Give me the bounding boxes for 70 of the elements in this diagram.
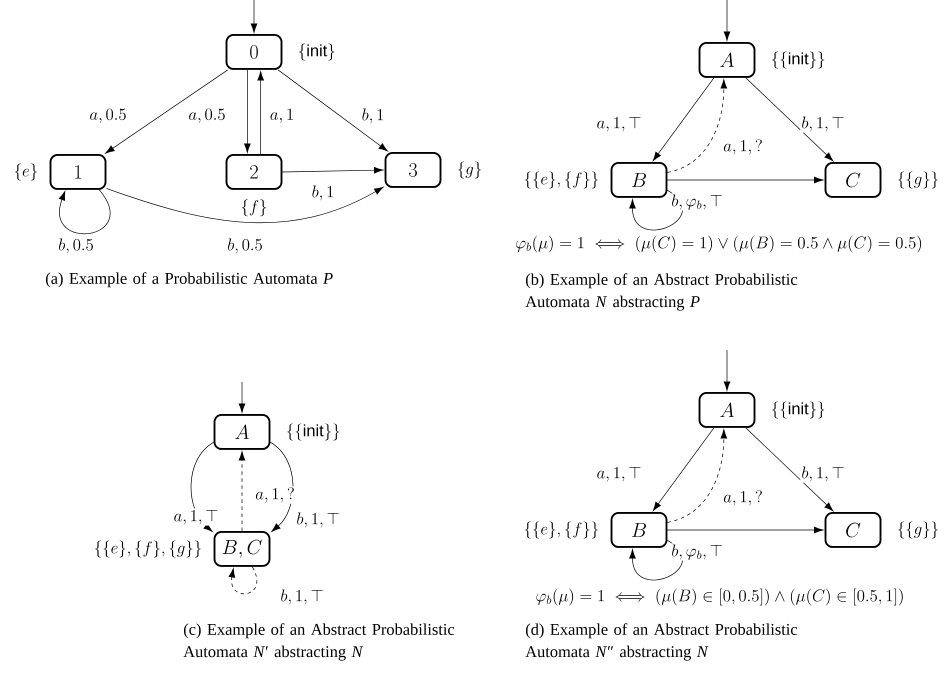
- caption: (b) Example of an Abstract Probabilistic Automata N abstracting P: [525, 273, 798, 311]
- edge-label: $a, 1, \top$: [595, 465, 643, 483]
- state-box: $A$: [698, 42, 756, 78]
- edge-label: $a, 1, ?$: [722, 138, 764, 156]
- edge-label: $a, 1, \top$: [595, 115, 643, 133]
- edge-label: $a, 0.5$: [187, 108, 227, 124]
- arrow: [58, 190, 110, 234]
- edge-label: $b, 1$: [310, 184, 336, 202]
- edge-label: $a, 1$: [268, 108, 296, 124]
- state-box: $C$: [824, 162, 882, 198]
- state-label: $\{\mathsf{init}\}$: [299, 44, 334, 60]
- edge-label: $b, 0.5$: [57, 237, 95, 255]
- state-box: $B,C$: [214, 531, 270, 567]
- state-label: $\{\{e\},\{f\}\}$: [524, 172, 598, 188]
- state-box: $B$: [610, 162, 668, 198]
- state-box: $1$: [50, 154, 106, 190]
- arrow: [745, 428, 834, 512]
- arrow: [724, 350, 730, 391]
- state-box: $C$: [824, 512, 882, 548]
- arrow: [667, 176, 824, 184]
- state-box: $0$: [226, 34, 282, 70]
- caption: (c) Example of an Abstract Probabilistic Automata N′ abstracting N: [183, 623, 454, 661]
- edge-label: $a, 1, ?$: [722, 489, 764, 507]
- arrow: [250, 0, 258, 33]
- edge-label: $b, 1, \top$: [800, 115, 846, 133]
- edge-label: $a, 1, \top$: [172, 508, 220, 526]
- edge-label: $b, 1, \top$: [295, 511, 341, 529]
- arrow: [105, 70, 228, 154]
- caption: (a) Example of a Probabilistic Automata P: [46, 272, 333, 288]
- arrow: [667, 79, 728, 173]
- state-box: $3$: [384, 152, 442, 188]
- arrow: [238, 382, 246, 413]
- state-label: $\{\{e\},\{f\}\}$: [524, 522, 598, 538]
- state-label: $\{g\}$: [458, 162, 481, 178]
- state-label: $\{\{\mathsf{init}\}\}$: [772, 52, 824, 68]
- state-label: $\{e\}$: [14, 164, 37, 180]
- formula: $\varphi_b(\mu) = 1 \iff (\mu(C) = 1) \vee (\mu(B) = 0.5 \wedge \mu(C) = 0.5)$: [516, 236, 922, 252]
- state-label: $\{\{e\},\{f\},\{g\}\}$: [94, 540, 201, 558]
- arrow: [106, 186, 384, 223]
- arrow: [244, 70, 251, 153]
- arrow: [667, 429, 728, 523]
- edge-label: $a, 1, ?$: [254, 486, 296, 504]
- arrow: [745, 78, 834, 162]
- state-box: $A$: [698, 392, 756, 428]
- edge-label: $b, \varphi_b, \top$: [670, 543, 724, 561]
- arrow: [652, 78, 714, 162]
- edge-label: $a, 0.5$: [88, 108, 128, 124]
- arrow: [282, 166, 384, 174]
- state-label: $\{\{g\}\}$: [898, 522, 938, 538]
- state-label: $\{f\}$: [242, 199, 266, 216]
- state-box: $B$: [610, 512, 668, 548]
- formula: $\varphi_b(\mu) = 1 \iff (\mu(B) \in [0, 0.5]) \wedge (\mu(C) \in [0.5, 1])$: [536, 588, 903, 606]
- state-label: $\{\{g\}\}$: [898, 172, 938, 188]
- arrow: [257, 71, 264, 154]
- arrow: [724, 0, 730, 41]
- edge-label: $b, 1$: [360, 107, 386, 125]
- edge-label: $b, 1, \top$: [800, 465, 846, 483]
- arrow: [238, 451, 246, 532]
- edge-label: $b, 0.5$: [226, 237, 264, 255]
- edge-label: $b, 1, \top$: [279, 588, 325, 606]
- caption: (d) Example of an Abstract Probabilistic Automata N″ abstracting N: [525, 623, 798, 661]
- arrow: [278, 70, 388, 152]
- arrow: [652, 428, 714, 512]
- arrow: [667, 526, 824, 534]
- state-label: $\{\{\mathsf{init}\}\}$: [287, 424, 340, 440]
- state-box: $2$: [226, 154, 282, 190]
- edge-label: $b, \varphi_b, \top$: [670, 193, 724, 211]
- state-box: $A$: [214, 414, 270, 450]
- state-label: $\{\{\mathsf{init}\}\}$: [772, 402, 824, 418]
- arrow: [228, 566, 258, 594]
